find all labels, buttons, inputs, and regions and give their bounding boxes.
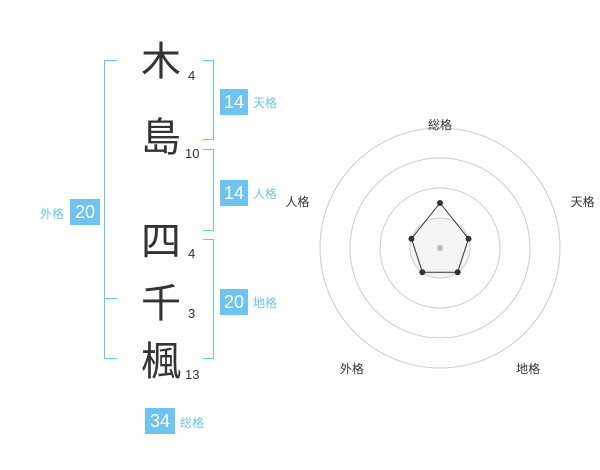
name-char-3: 四	[141, 219, 181, 265]
stroke-count-3: 4	[188, 246, 196, 261]
soukaku-badge: 34	[145, 408, 175, 434]
stroke-count-2: 10	[185, 146, 200, 161]
chikaku-badge: 20	[220, 289, 248, 315]
stroke-count-1: 4	[188, 68, 196, 83]
radar-point	[437, 200, 443, 206]
radar-ring	[349, 157, 531, 339]
tenkaku-label: 天格	[253, 96, 278, 110]
radar-ring	[319, 127, 561, 369]
radar-point	[454, 269, 461, 276]
radar-axis-label: 人格	[285, 194, 310, 209]
radar-axis-label: 地格	[516, 362, 541, 377]
jinkaku-badge: 14	[220, 180, 248, 206]
tenkaku-badge: 14	[220, 89, 248, 115]
stroke-count-5: 13	[185, 367, 200, 382]
jinkaku-bracket	[203, 149, 214, 231]
radar-point	[465, 235, 472, 242]
soukaku-label: 総格	[180, 416, 205, 430]
name-char-1: 木	[141, 39, 181, 85]
gaikaku-badge: 20	[70, 199, 100, 225]
radar-axis-label: 天格	[570, 194, 595, 209]
jinkaku-label: 人格	[253, 187, 278, 201]
radar-axis-label: 総格	[428, 118, 453, 132]
radar-polygon	[410, 202, 470, 273]
chikaku-bracket	[203, 239, 214, 359]
radar-ring	[379, 187, 501, 309]
radar-center	[437, 245, 443, 251]
gaikaku-bracket-tick	[104, 298, 117, 299]
tenkaku-bracket	[203, 60, 214, 140]
gaikaku-label: 外格	[40, 207, 65, 221]
name-char-5: 楓	[141, 339, 181, 385]
radar-axis-label: 外格	[339, 362, 364, 377]
name-char-4: 千	[141, 281, 181, 327]
chikaku-label: 地格	[253, 296, 278, 310]
radar-point	[419, 269, 426, 276]
gaikaku-bracket	[104, 60, 117, 359]
stroke-count-4: 3	[188, 306, 196, 321]
radar-point	[408, 235, 415, 242]
name-char-2: 島	[141, 115, 181, 161]
